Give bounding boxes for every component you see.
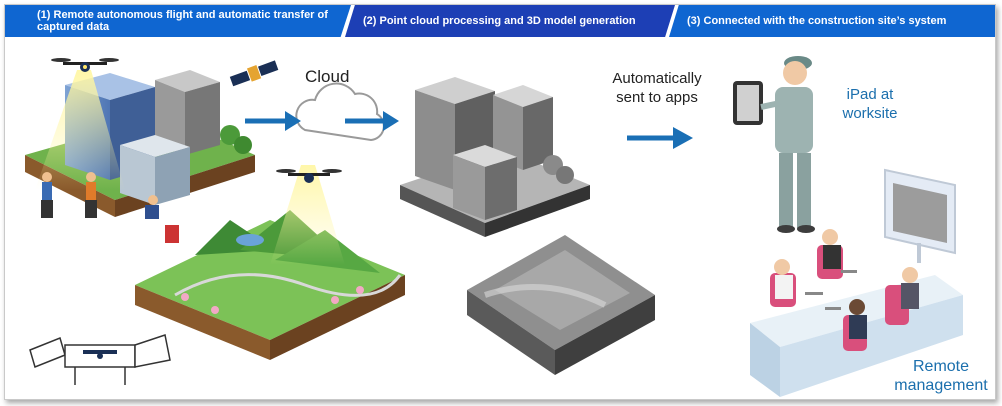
arrow-icon	[627, 127, 693, 149]
satellite-icon	[229, 60, 279, 87]
drone-icon	[276, 169, 342, 183]
remote-meeting-illustration	[750, 168, 963, 397]
step-3-label: (3) Connected with the construction site…	[687, 15, 947, 27]
step-1-banner: (1) Remote autonomous flight and automat…	[5, 5, 351, 37]
3d-model-illustration	[400, 77, 590, 237]
auto-sent-label: Automatically sent to apps	[612, 70, 702, 106]
point-cloud-illustration	[467, 235, 655, 375]
cloud-label: Cloud	[305, 67, 350, 86]
worker-with-ipad-illustration	[733, 56, 815, 233]
diagram-frame: (1) Remote autonomous flight and automat…	[4, 4, 996, 400]
step-1-label: (1) Remote autonomous flight and automat…	[37, 9, 328, 33]
cloud-icon	[295, 82, 385, 142]
city-block-illustration	[25, 70, 255, 243]
step-2-label: (2) Point cloud processing and 3D model …	[363, 15, 636, 27]
step-2-banner: (2) Point cloud processing and 3D model …	[345, 5, 675, 37]
arrow-icon	[245, 111, 301, 131]
step-3-banner: (3) Connected with the construction site…	[669, 5, 995, 37]
drone-icon	[51, 58, 119, 72]
arrow-icon	[345, 111, 399, 131]
ipad-worksite-label: iPad at worksite	[842, 86, 898, 122]
terrain-illustration	[135, 165, 405, 360]
drone-station-icon	[29, 334, 171, 385]
illustration-canvas	[25, 56, 963, 397]
remote-management-label: Remote management	[894, 358, 988, 394]
